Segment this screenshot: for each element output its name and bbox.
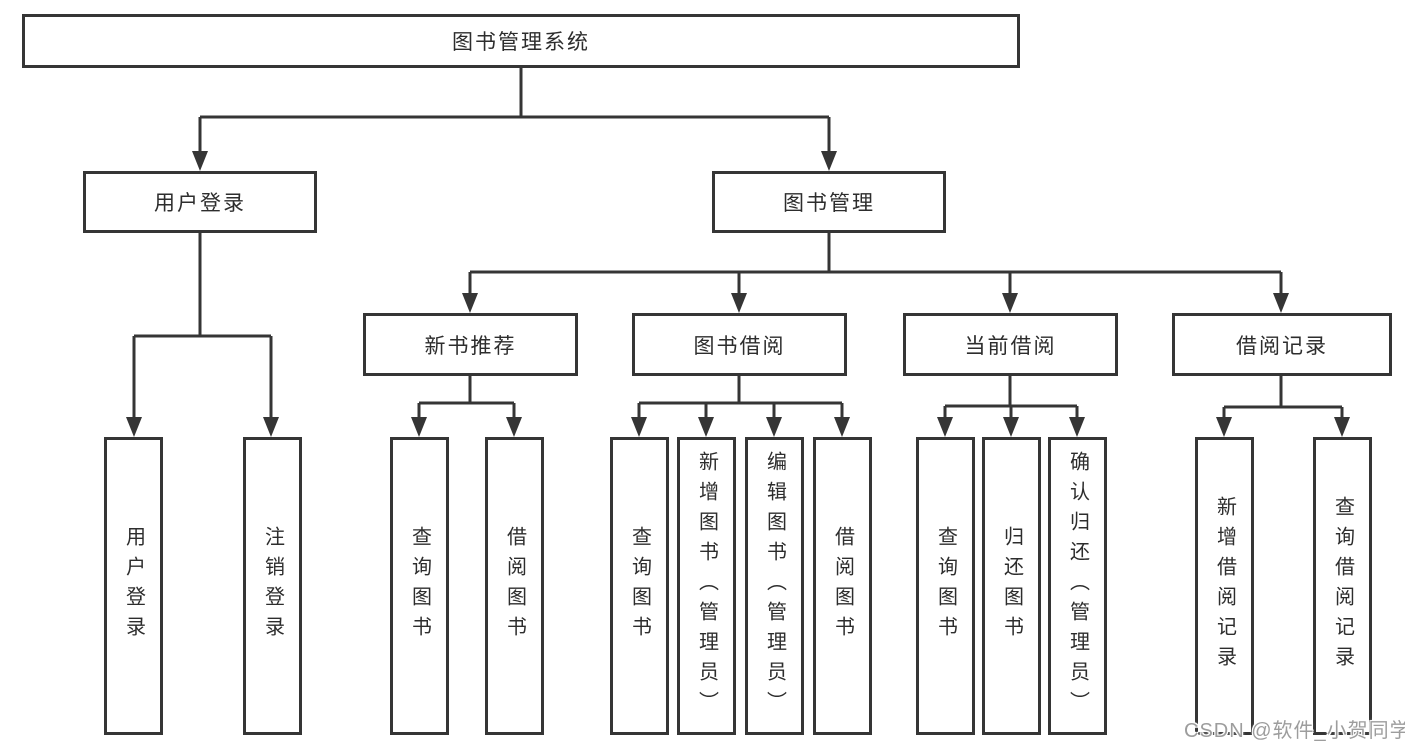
leaf-recommend-query-books: 查询图书: [390, 437, 449, 735]
leaf-add-borrow-record: 新增借阅记录: [1195, 437, 1254, 735]
node-user-login-label: 用户登录: [154, 192, 246, 215]
leaf-borrowing-borrow-books-label: 借阅图书: [831, 526, 854, 646]
node-book-management-label: 图书管理: [783, 192, 875, 215]
node-library-system-label: 图书管理系统: [452, 31, 590, 54]
leaf-query-borrow-record: 查询借阅记录: [1313, 437, 1372, 735]
node-new-book-recommend-label: 新书推荐: [424, 334, 517, 358]
node-user-login: 用户登录: [83, 171, 317, 233]
leaf-edit-books-admin: 编辑图书（管理员）: [745, 437, 804, 735]
leaf-current-query-books-label: 查询图书: [934, 526, 957, 646]
leaf-return-books: 归还图书: [982, 437, 1041, 735]
node-book-borrowing: 图书借阅: [632, 313, 847, 376]
leaf-add-books-admin: 新增图书（管理员）: [677, 437, 736, 735]
node-book-management: 图书管理: [712, 171, 946, 233]
leaf-confirm-return-admin: 确认归还（管理员）: [1048, 437, 1107, 735]
leaf-current-query-books: 查询图书: [916, 437, 975, 735]
leaf-recommend-borrow-books-label: 借阅图书: [503, 526, 526, 646]
watermark-text: CSDN @软件_小贺同学: [1184, 720, 1405, 742]
leaf-borrowing-borrow-books: 借阅图书: [813, 437, 872, 735]
node-current-borrowing-label: 当前借阅: [964, 334, 1057, 358]
leaf-borrowing-query-books-label: 查询图书: [628, 526, 651, 646]
leaf-return-books-label: 归还图书: [1000, 526, 1023, 646]
leaf-logout-label: 注销登录: [261, 526, 284, 646]
leaf-recommend-query-books-label: 查询图书: [408, 526, 431, 646]
node-current-borrowing: 当前借阅: [903, 313, 1118, 376]
leaf-confirm-return-admin-label: 确认归还（管理员）: [1066, 451, 1089, 721]
leaf-edit-books-admin-label: 编辑图书（管理员）: [763, 451, 786, 721]
leaf-borrowing-query-books: 查询图书: [610, 437, 669, 735]
leaf-add-books-admin-label: 新增图书（管理员）: [695, 451, 718, 721]
leaf-logout: 注销登录: [243, 437, 302, 735]
node-borrowing-records: 借阅记录: [1172, 313, 1392, 376]
watermark: CSDN @软件_小贺同学: [1184, 714, 1405, 743]
leaf-user-login-label: 用户登录: [122, 526, 145, 646]
node-new-book-recommend: 新书推荐: [363, 313, 578, 376]
leaf-user-login: 用户登录: [104, 437, 163, 735]
leaf-add-borrow-record-label: 新增借阅记录: [1213, 496, 1236, 676]
node-book-borrowing-label: 图书借阅: [693, 334, 786, 358]
node-library-system: 图书管理系统: [22, 14, 1020, 68]
node-borrowing-records-label: 借阅记录: [1236, 334, 1328, 358]
leaf-query-borrow-record-label: 查询借阅记录: [1331, 496, 1354, 676]
leaf-recommend-borrow-books: 借阅图书: [485, 437, 544, 735]
